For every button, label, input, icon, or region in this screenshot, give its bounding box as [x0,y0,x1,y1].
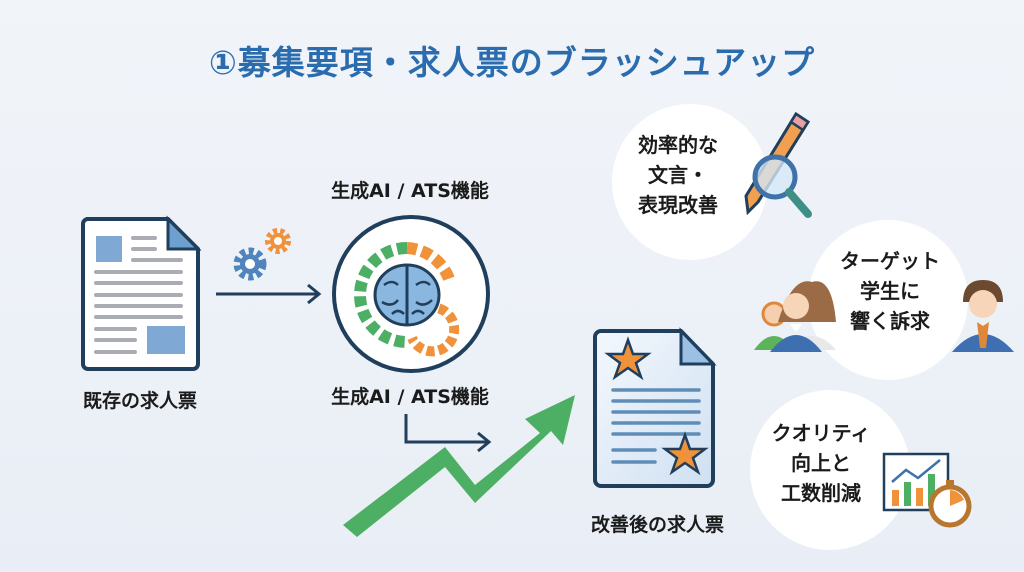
benefit-line: 効率的な [638,133,718,157]
existing-doc-label: 既存の求人票 [82,390,197,412]
people-icon [754,280,1014,352]
elbow-arrow-icon [404,414,492,453]
benefit-text-1: 効率的な 文言・ 表現改善 [618,130,738,220]
ai-label-top: 生成AI / ATS機能 [331,180,489,202]
benefit-line: 向上と [791,451,851,475]
improved-doc-label: 改善後の求人票 [590,514,724,536]
chart-stopwatch-icon [882,452,972,528]
benefit-bubble-1 [612,104,768,260]
benefit-line: 文言・ [648,163,708,187]
document-icon [81,215,202,371]
starred-document-icon [593,327,717,488]
benefit-text-3: クオリティ 向上と 工数削減 [756,418,886,508]
benefit-line: 学生に [860,279,920,303]
ai-label-bottom: 生成AI / ATS機能 [331,386,489,408]
benefit-bubble-2 [808,220,968,380]
benefit-line: 工数削減 [781,481,861,505]
page-title: ①募集要項・求人票のブラッシュアップ [208,43,816,82]
brain-gears-icon [354,242,460,357]
gears-icon [233,228,291,281]
benefit-line: 響く訴求 [850,309,930,333]
arrow-right-icon [216,283,322,305]
pencil-magnifier-icon [744,111,812,218]
benefit-text-2: ターゲット 学生に 響く訴求 [820,246,960,336]
benefit-line: クオリティ [771,421,871,445]
benefit-line: 表現改善 [638,193,718,217]
growth-arrow-icon [343,395,575,537]
benefit-line: ターゲット [840,249,940,273]
